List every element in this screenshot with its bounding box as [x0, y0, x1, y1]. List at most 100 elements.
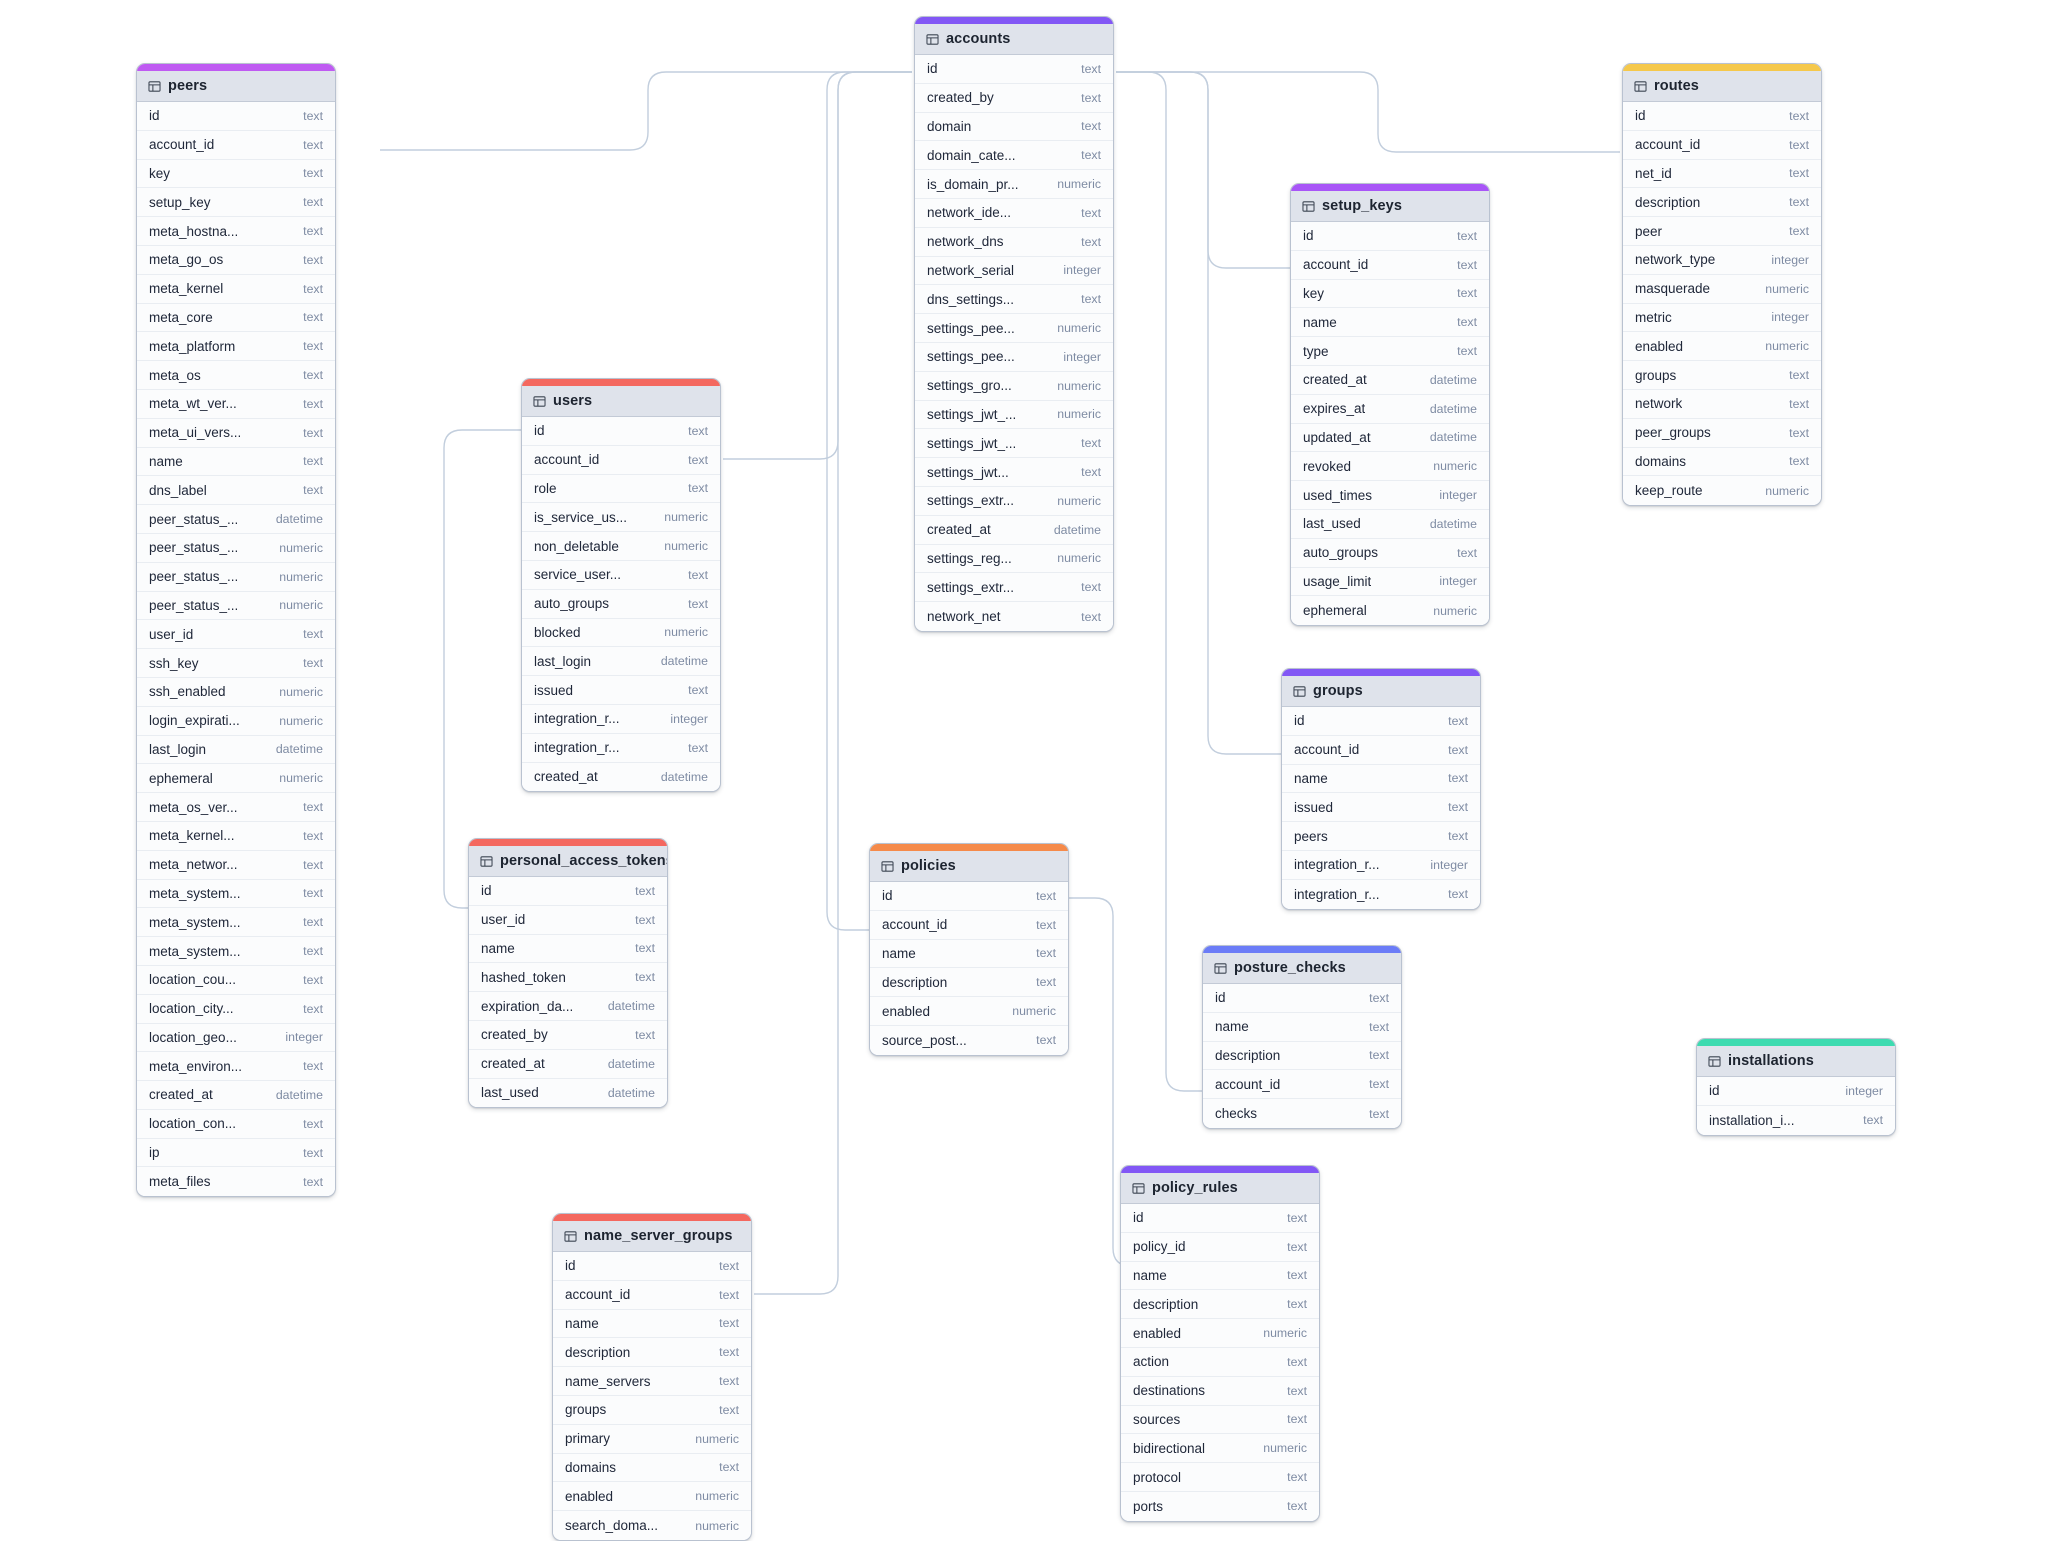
column-row[interactable]: meta_environ...text [137, 1052, 335, 1082]
column-row[interactable]: domain_cate...text [915, 141, 1113, 171]
column-row[interactable]: source_post...text [870, 1025, 1068, 1055]
column-row[interactable]: settings_jwt_...text [915, 429, 1113, 459]
column-row[interactable]: peer_status_...numeric [137, 591, 335, 621]
table-header[interactable]: posture_checks [1203, 953, 1401, 984]
column-row[interactable]: location_city...text [137, 994, 335, 1024]
table-header[interactable]: peers [137, 71, 335, 102]
column-row[interactable]: meta_os_ver...text [137, 793, 335, 822]
column-row[interactable]: search_doma...numeric [553, 1511, 751, 1540]
column-row[interactable]: location_cou...text [137, 965, 335, 995]
table-header[interactable]: personal_access_tokens [469, 846, 667, 877]
column-row[interactable]: meta_system...text [137, 879, 335, 909]
column-row[interactable]: settings_jwt_...numeric [915, 400, 1113, 430]
column-row[interactable]: settings_pee...integer [915, 342, 1113, 372]
column-row[interactable]: is_domain_pr...numeric [915, 170, 1113, 199]
column-row[interactable]: meta_wt_ver...text [137, 389, 335, 419]
column-row[interactable]: meta_hostna...text [137, 217, 335, 246]
column-row[interactable]: dns_settings...text [915, 285, 1113, 315]
table-header[interactable]: policies [870, 851, 1068, 882]
column-row[interactable]: integration_r...text [522, 733, 720, 763]
column-row[interactable]: service_user...text [522, 560, 720, 590]
table-header[interactable]: policy_rules [1121, 1173, 1319, 1204]
column-row[interactable]: network_ide...text [915, 198, 1113, 228]
table-header[interactable]: routes [1623, 71, 1821, 102]
column-row[interactable]: meta_system...text [137, 908, 335, 938]
table-header[interactable]: users [522, 386, 720, 417]
table-header[interactable]: installations [1697, 1046, 1895, 1077]
column-row[interactable]: peer_status_...numeric [137, 562, 335, 592]
table-header[interactable]: groups [1282, 676, 1480, 707]
